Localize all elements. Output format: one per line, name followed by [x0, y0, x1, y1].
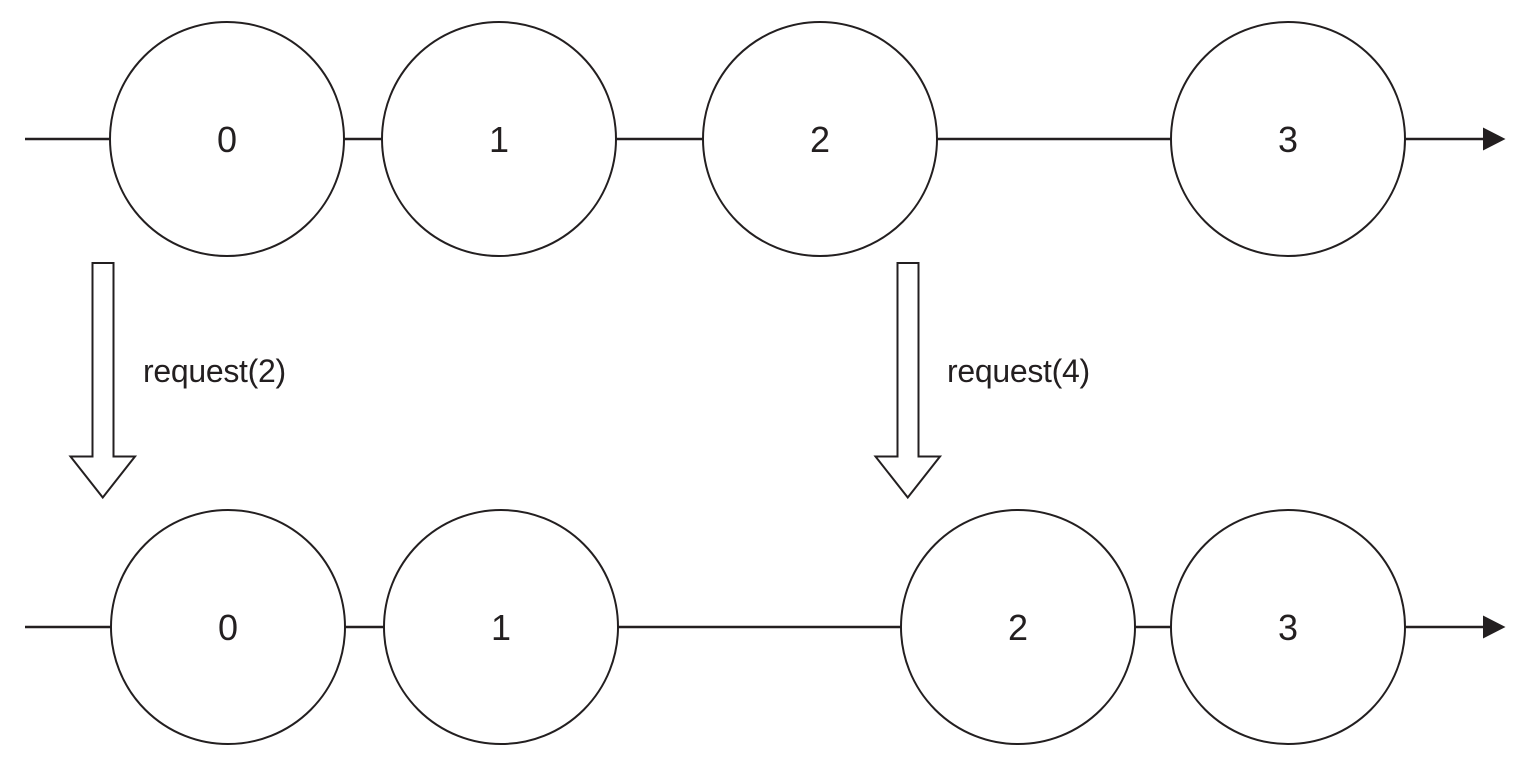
node-circle-bottom-1: [383, 509, 619, 745]
transition-request-2: request(2): [68, 262, 286, 500]
node-label-top-0: 0: [217, 119, 237, 160]
node-label-top-1: 1: [489, 119, 509, 160]
node-label-bottom-2: 2: [1008, 607, 1028, 648]
node-label-bottom-1: 1: [491, 607, 511, 648]
node-label-top-2: 2: [810, 119, 830, 160]
node-circle-bottom-3: [1170, 509, 1406, 745]
transition-request-4: request(4): [873, 262, 1090, 500]
node-circle-bottom-2: [900, 509, 1136, 745]
node-circle-top-0: [109, 21, 345, 257]
node-label-bottom-0: 0: [218, 607, 238, 648]
down-block-arrow-right-icon: [873, 262, 943, 500]
down-block-arrow-left-icon: [68, 262, 138, 500]
node-label-bottom-3: 3: [1278, 607, 1298, 648]
queue-row-top: 0 1 2 3: [25, 21, 1506, 257]
node-circle-top-1: [381, 21, 617, 257]
node-circle-bottom-0: [110, 509, 346, 745]
request-label-right: request(4): [947, 353, 1090, 389]
queue-row-bottom: 0 1 2 3: [25, 509, 1506, 745]
node-circle-top-3: [1170, 21, 1406, 257]
node-label-top-3: 3: [1278, 119, 1298, 160]
request-label-left: request(2): [143, 353, 286, 389]
right-arrowhead-bottom-icon: [1483, 615, 1506, 639]
right-arrowhead-top-icon: [1483, 127, 1506, 151]
node-circle-top-2: [702, 21, 938, 257]
